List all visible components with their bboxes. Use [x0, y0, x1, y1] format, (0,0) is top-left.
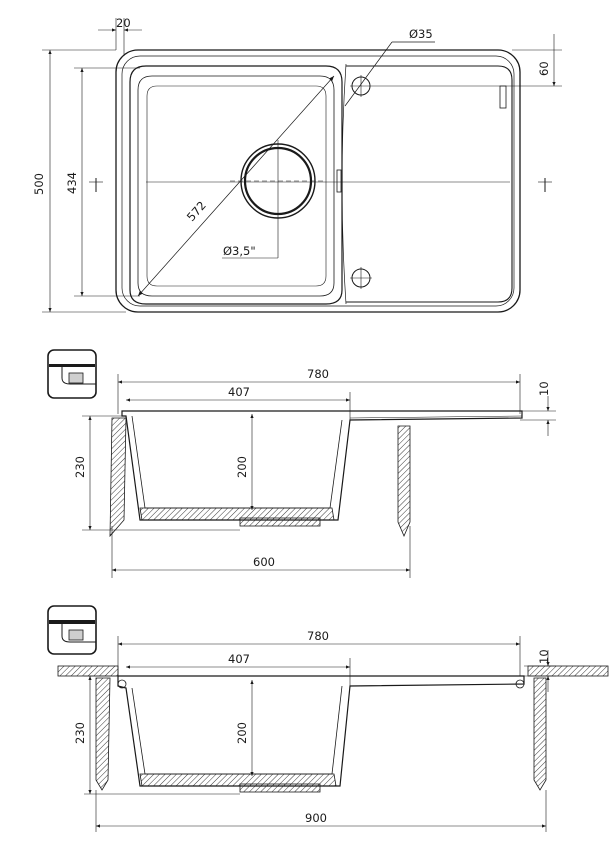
dim-depth-bowl-label-b: 200 [235, 722, 249, 744]
overflow-slot [499, 85, 507, 109]
dim-bowl-width-label-b: 407 [228, 652, 250, 666]
section-view-a: 780 407 10 230 200 600 [47, 349, 556, 578]
dim-height-bowl-label: 434 [65, 172, 79, 194]
top-view: 20 Ø35 60 500 434 572 Ø3,5" [32, 16, 562, 313]
dim-flange-h-label-a: 10 [537, 381, 551, 396]
dim-cabinet-label-b: 900 [305, 811, 327, 825]
mount-icon-a [47, 349, 97, 399]
drainboard-underside-a [349, 415, 523, 419]
dim-depth-total-label-b: 230 [73, 722, 87, 744]
diagonal-dim-line [137, 75, 335, 297]
clip-right-b [515, 679, 525, 689]
dim-hole-dia-label: Ø35 [409, 27, 433, 41]
cabinet-wall-right-b [533, 677, 547, 791]
dim-length-label-a: 780 [307, 367, 329, 381]
sink-floor-hatch-b [139, 773, 337, 787]
countertop-left-b [57, 665, 119, 677]
clip-left-b [117, 679, 127, 689]
cabinet-wall-left-b [95, 677, 111, 791]
drain-body-a [239, 517, 321, 527]
bowl-outer-rim [129, 65, 343, 305]
dim-depth-total-label-a: 230 [73, 456, 87, 478]
sink-outer-outline [115, 49, 521, 313]
dim-length-label-b: 780 [307, 629, 329, 643]
drainboard-divider [341, 63, 347, 305]
section-view-b: 780 407 10 230 200 900 [47, 605, 609, 832]
overflow-hole [336, 169, 342, 193]
dim-height-total-label: 500 [32, 173, 46, 195]
sink-section-body-b [117, 675, 525, 787]
dim-flange-h-label-b: 10 [537, 649, 551, 664]
drain-body-b [239, 783, 321, 793]
sink-floor-hatch-a [139, 507, 335, 521]
dim-offset-label: 60 [537, 61, 551, 76]
dim-depth-bowl-label-a: 200 [235, 456, 249, 478]
cabinet-wall-right-a [397, 425, 411, 538]
countertop-right-b [527, 665, 609, 677]
sink-section-body-a [121, 410, 523, 521]
dim-drain-label: Ø3,5" [223, 244, 256, 258]
mount-icon-b [47, 605, 97, 655]
drainboard-outline [346, 65, 513, 303]
dim-bowl-width-label-a: 407 [228, 385, 250, 399]
sink-outer-outline-inner [121, 55, 515, 307]
dim-cabinet-label-a: 600 [253, 555, 275, 569]
cabinet-wall-left-a [109, 417, 127, 538]
dim-flange-label: 20 [116, 16, 131, 30]
hole-dia-leader [344, 41, 393, 107]
